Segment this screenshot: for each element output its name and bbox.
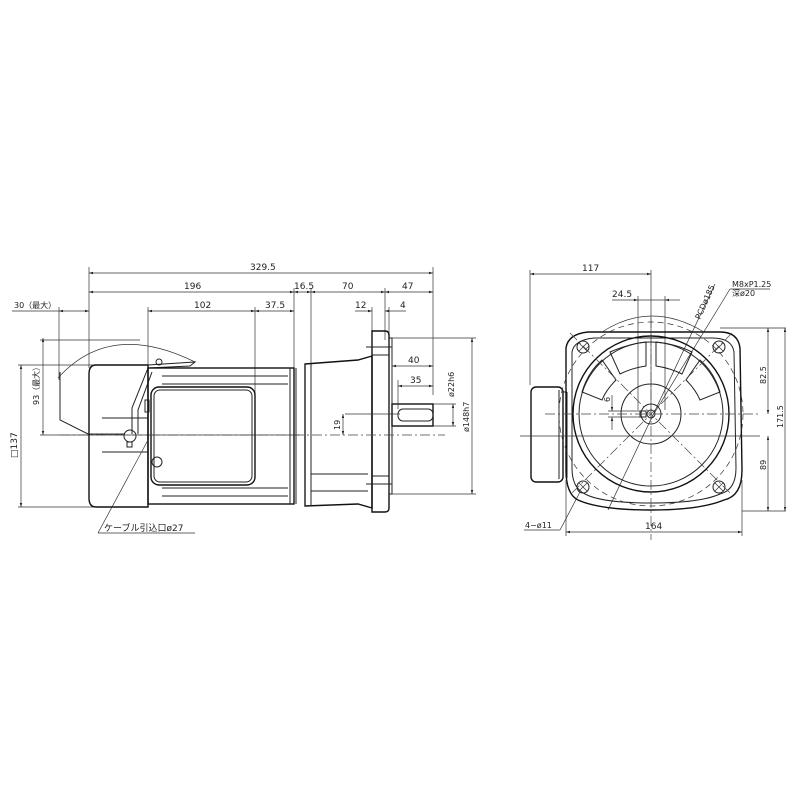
dim-key-6: 6	[603, 397, 612, 402]
dim-square-137: □137	[10, 432, 20, 458]
dim-overall-length: 329.5	[250, 263, 276, 273]
dim-37-5: 37.5	[265, 301, 285, 311]
dim-82-5: 82.5	[759, 366, 768, 384]
dim-16-5: 16.5	[294, 282, 314, 292]
front-view: 117 24.5 PCDø185 M8xP1.25 深ø20	[520, 264, 787, 540]
dim-offset-19: 19	[333, 420, 342, 430]
dim-pcd: PCDø185	[694, 284, 717, 321]
callout-cable-inlet: ケーブル引込口ø27	[104, 522, 183, 534]
side-view: 329.5 196 16.5 70 47 30（最大） 102 37.5 12 …	[10, 263, 476, 534]
dim-bolt-holes: 4−ø11	[525, 521, 552, 530]
dim-24-5: 24.5	[612, 290, 632, 300]
dim-height-93: 93（最大）	[31, 363, 41, 405]
dim-spigot-diameter: ø148h7	[462, 402, 471, 432]
dim-motor-length: 196	[184, 282, 201, 292]
dim-shaft-diameter: ø22h6	[447, 372, 456, 397]
dim-tap-depth: 深ø20	[732, 289, 755, 298]
dim-89: 89	[759, 460, 768, 470]
dim-47: 47	[402, 282, 413, 292]
dim-tap-size: M8xP1.25	[732, 280, 771, 289]
dim-width-164: 164	[645, 522, 662, 532]
dim-70: 70	[342, 282, 354, 292]
dim-102: 102	[194, 301, 211, 311]
dim-shaft-40: 40	[408, 356, 420, 366]
dim-171-5: 171.5	[776, 405, 785, 428]
dim-shaft-35: 35	[410, 376, 421, 386]
dim-cable-max: 30（最大）	[14, 300, 56, 310]
dim-12: 12	[355, 301, 366, 311]
dim-117: 117	[582, 264, 599, 274]
dim-4: 4	[400, 301, 406, 311]
